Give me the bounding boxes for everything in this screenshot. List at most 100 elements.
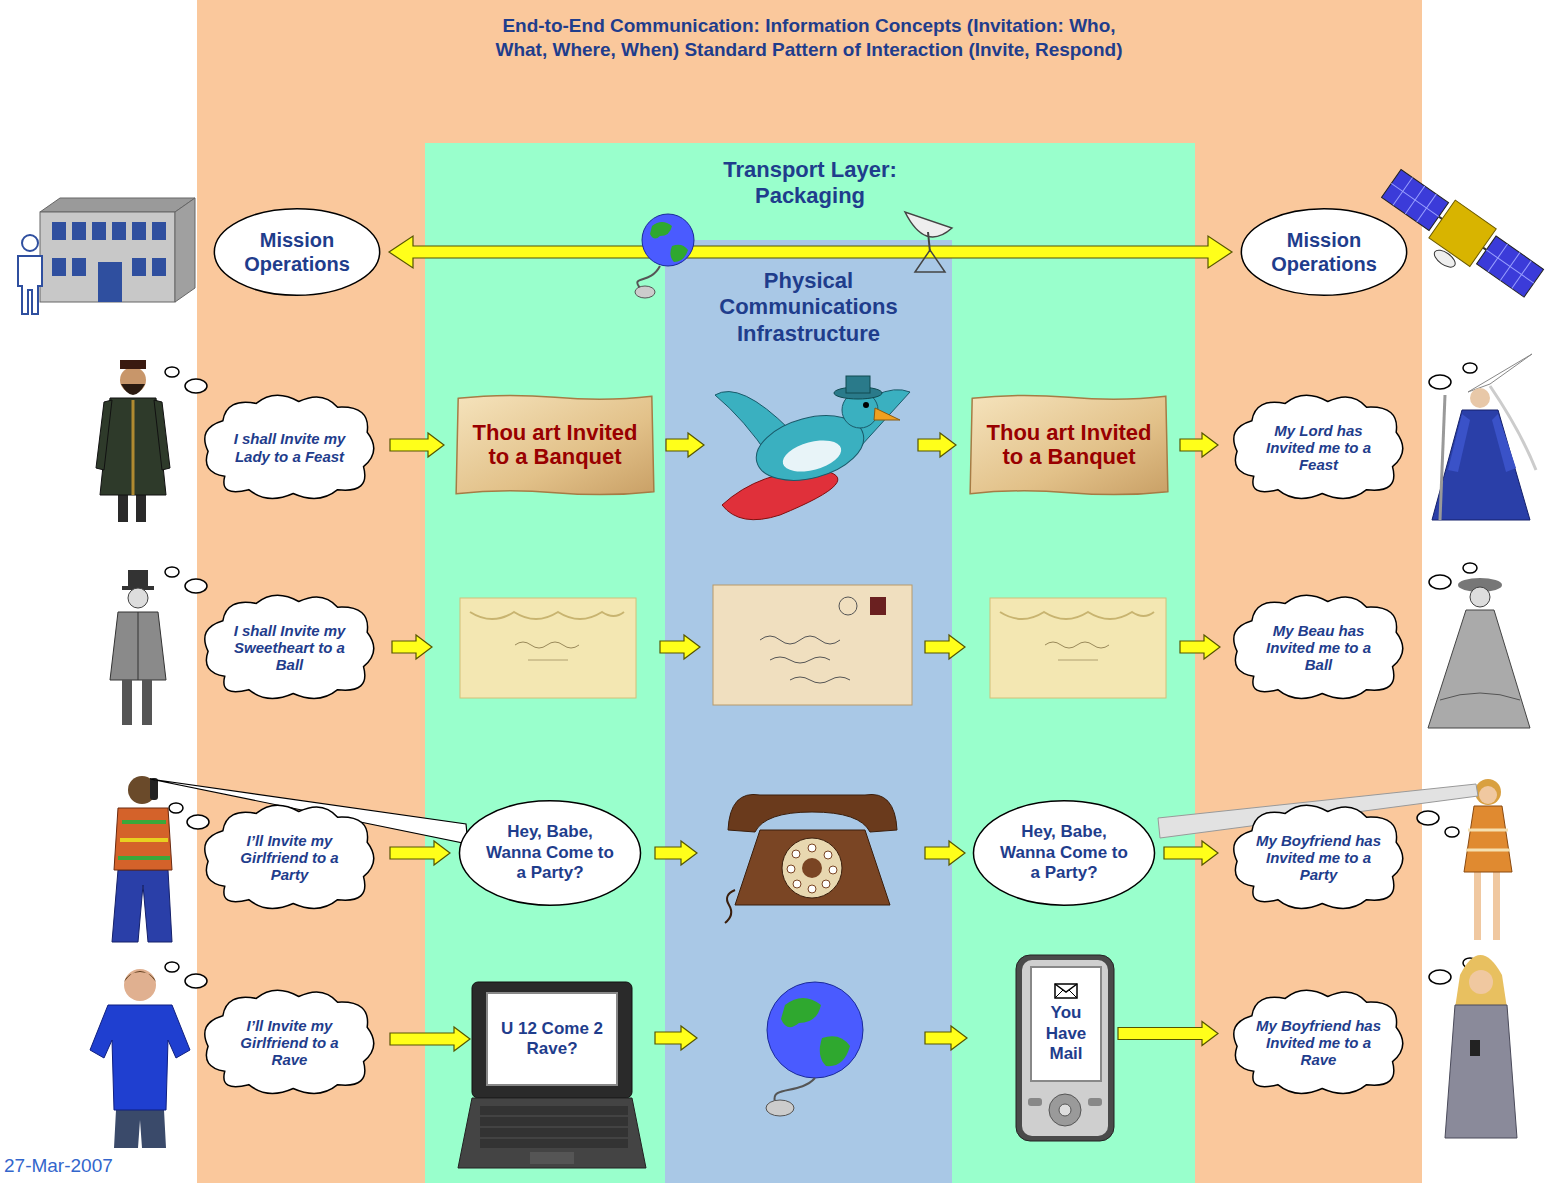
date-label: 27-Mar-2007 <box>4 1155 113 1177</box>
cloud-outline <box>1234 395 1403 498</box>
thought-bubble <box>165 367 179 377</box>
yellow-arrow <box>1118 1022 1218 1046</box>
yellow-arrow <box>390 1027 470 1051</box>
parchment-scroll: Thou art Invited to a Banquet <box>966 392 1172 498</box>
yellow-arrow <box>390 841 450 865</box>
node-text: I shall Invite my Lady to a Feast <box>223 430 356 465</box>
thought-bubble <box>185 579 207 593</box>
cloud-outline <box>1234 805 1403 908</box>
seventies-woman-figure <box>1466 849 1510 852</box>
globe-icon <box>774 1078 815 1102</box>
globe-icon <box>642 214 694 266</box>
thought-cloud: I’ll Invite my Girlfriend to a Party <box>197 800 382 915</box>
laptop-screen: U 12 Come 2 Rave? <box>486 992 618 1086</box>
thought-bubble <box>1429 375 1451 389</box>
young-man-figure <box>114 1110 166 1148</box>
invitation-card <box>1000 612 1154 619</box>
invitation-card <box>1058 660 1098 661</box>
rotary-telephone <box>787 865 795 873</box>
victorian-gentleman-figure <box>142 680 152 725</box>
node-text: U 12 Come 2 Rave? <box>494 1019 610 1060</box>
ellipse-outline <box>459 801 640 905</box>
yellow-arrow <box>918 433 956 457</box>
seventies-woman-figure <box>1468 829 1508 832</box>
globe-icon <box>820 1036 850 1066</box>
young-woman-figure <box>1469 970 1493 994</box>
cloud-outline <box>205 395 374 498</box>
victorian-gentleman-figure <box>128 588 148 608</box>
laptop-computer <box>530 1152 574 1164</box>
seventies-man-figure <box>112 870 172 942</box>
seventies-man-figure <box>122 820 166 824</box>
node-text: Hey, Babe, Wanna Come to a Party? <box>482 822 618 883</box>
ellipse-outline <box>1240 208 1408 296</box>
ground-station-icon <box>52 222 66 240</box>
node-text: Hey, Babe, Wanna Come to a Party? <box>996 822 1132 883</box>
medieval-lady-figure <box>1440 395 1445 520</box>
victorian-gentleman-figure <box>110 612 166 680</box>
transport-band: Transport Layer: PackagingPhysical Commu… <box>425 143 1195 1183</box>
node-text: Thou art Invited to a Banquet <box>974 421 1164 469</box>
satellite-icon <box>1382 169 1449 230</box>
mobile-phone <box>1028 1098 1042 1106</box>
messenger-bird <box>779 435 844 478</box>
invitation-card <box>990 598 1166 698</box>
thought-bubble <box>165 363 1477 988</box>
ellipse-outline <box>214 209 379 296</box>
postal-envelope <box>713 585 912 705</box>
medieval-lord-figure <box>154 400 170 470</box>
node-text: Physical Communications Infrastructure <box>674 268 944 347</box>
satellite-dish-icon <box>905 212 952 272</box>
rotary-telephone <box>802 858 822 878</box>
diagram-title: End-to-End Communication: Information Co… <box>484 14 1134 63</box>
postal-envelope <box>790 677 850 683</box>
young-woman-figure <box>1445 1005 1517 1138</box>
laptop-computer <box>472 982 632 1098</box>
yellow-arrow <box>1164 841 1218 865</box>
victorian-lady-figure <box>1470 587 1490 607</box>
mission-ellipse: Mission Operations <box>1240 208 1408 296</box>
node-text: Mission Operations <box>235 228 359 276</box>
label-box: 27-Mar-2007 <box>4 1155 113 1177</box>
young-man-figure <box>124 971 156 982</box>
thought-bubble <box>165 962 179 972</box>
rotary-telephone <box>808 844 816 852</box>
yellow-arrow <box>925 841 965 865</box>
mission-ellipse: Mission Operations <box>213 208 381 296</box>
yellow-arrow <box>666 433 704 457</box>
cloud-outline <box>205 595 374 698</box>
thought-cloud: I’ll Invite my Girlfriend to a Rave <box>197 985 382 1100</box>
physical-band: Physical Communications Infrastructure <box>665 240 952 1183</box>
rotary-telephone <box>822 880 830 888</box>
seventies-man-figure <box>150 778 158 800</box>
node-text: Transport Layer: Packaging <box>675 157 945 210</box>
envelope-icon <box>1069 990 1077 998</box>
thought-bubble <box>165 567 179 577</box>
node-text: I shall Invite my Sweetheart to a Ball <box>223 622 356 674</box>
mobile-phone <box>1016 955 1114 1141</box>
seventies-woman-figure <box>1464 806 1512 872</box>
medieval-lady-figure <box>1470 388 1490 408</box>
mobile-phone <box>1059 1104 1071 1116</box>
rotary-telephone <box>792 850 800 858</box>
satellite-icon <box>1486 250 1534 283</box>
globe-icon <box>781 998 821 1027</box>
rotary-telephone <box>735 830 890 905</box>
yellow-arrow <box>389 236 1232 268</box>
thought-bubble <box>185 974 207 988</box>
envelope-icon <box>1054 983 1078 999</box>
seventies-woman-figure <box>1479 786 1497 804</box>
node-text: I’ll Invite my Girlfriend to a Party <box>223 832 356 884</box>
medieval-lady-figure <box>1448 414 1470 472</box>
laptop-computer <box>458 982 646 1168</box>
medieval-lord-figure <box>121 384 145 395</box>
transport-band-fill <box>425 143 1195 1183</box>
victorian-gentleman-figure <box>138 612 139 680</box>
ground-station-icon <box>175 198 195 302</box>
satellite-dish-icon <box>915 250 945 272</box>
seventies-man-figure <box>114 808 172 870</box>
mission-band-fill <box>197 0 1422 1183</box>
ground-station-icon <box>72 258 86 276</box>
seventies-man-figure <box>120 838 168 842</box>
